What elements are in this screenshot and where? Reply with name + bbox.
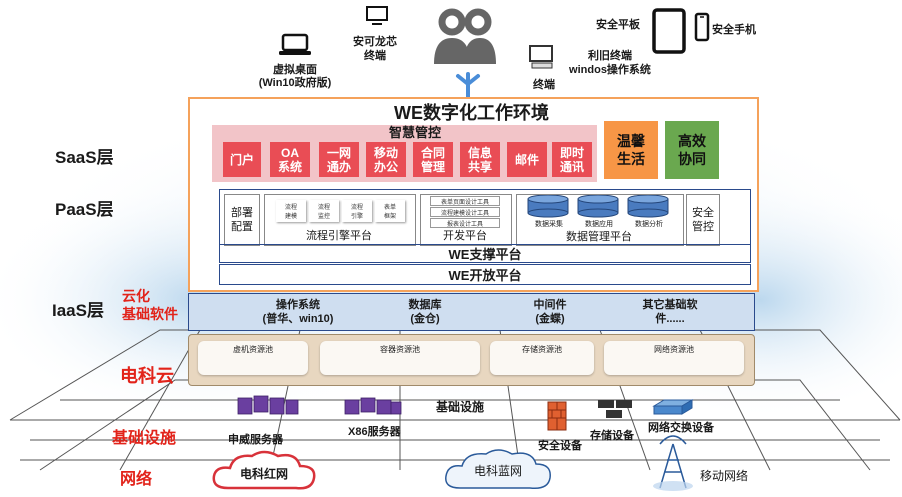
- data-item-collect: 数据采集: [535, 221, 563, 228]
- os-item: 操作系统 (普华、win10): [238, 296, 358, 328]
- network-layer-label: 网络: [120, 471, 153, 488]
- middleware-name: 中间件: [533, 299, 567, 311]
- mobile-tower-icon: [653, 435, 693, 491]
- flow-item-monitor: 流程 监控: [309, 200, 339, 222]
- network-switch-icon: [652, 399, 694, 415]
- firewall-icon: [547, 401, 567, 431]
- flow-engine-label: 流程引擎平台: [306, 230, 372, 242]
- safe-terminal-label: 安可龙芯 终端: [353, 36, 397, 62]
- storage-pool-label: 存储资源池: [522, 344, 562, 354]
- vm-pool-label: 虚机资源池: [233, 344, 273, 354]
- power-cloud-label: 电科云: [120, 366, 174, 386]
- we-open-platform[interactable]: WE开放平台: [219, 264, 751, 285]
- terminal-label: 终端: [533, 79, 555, 91]
- deploy-config-box[interactable]: 部署 配置: [224, 194, 260, 246]
- module-im[interactable]: 即时 通讯: [552, 142, 592, 177]
- db-detail: (金仓): [410, 313, 440, 325]
- iaas-software-band: [188, 293, 755, 331]
- network-pool: 网络资源池: [604, 341, 744, 375]
- data-item-analyze: 数据分析: [635, 221, 663, 228]
- safe-phone-label: 安全手机: [712, 24, 756, 36]
- network-switch-label: 网络交换设备: [648, 422, 714, 434]
- dev-platform-label: 开发平台: [443, 230, 487, 242]
- legacy-terminal-label: 利旧终端 windos操作系统: [569, 50, 651, 76]
- shenwei-server-label: 申威服务器: [228, 434, 283, 446]
- other-software-item: 其它基础软 件......: [620, 296, 720, 328]
- storage-device-label: 存储设备: [590, 430, 634, 442]
- arrow-split-icon: [456, 72, 480, 102]
- desktop-pc-icon: [529, 45, 553, 69]
- os-name: 操作系统: [276, 299, 320, 311]
- storage-device-icon: [598, 400, 632, 418]
- efficient-collab-box[interactable]: 高效 协同: [665, 121, 719, 179]
- data-item-apply: 数据应用: [585, 221, 613, 228]
- tablet-icon: [652, 8, 686, 54]
- module-mobile-office[interactable]: 移动 办公: [366, 142, 406, 177]
- db-item: 数据库 (金仓): [385, 296, 465, 328]
- other-software-name: 其它基础软: [642, 299, 698, 311]
- infrastructure-layer-label: 基础设施: [112, 430, 177, 447]
- module-oa[interactable]: OA 系统: [270, 142, 310, 177]
- laptop-icon: [279, 33, 311, 55]
- network-pool-label: 网络资源池: [654, 344, 694, 354]
- vm-pool: 虚机资源池: [198, 341, 308, 375]
- flow-item-modeling: 流程 建模: [276, 200, 306, 222]
- we-support-platform[interactable]: WE支撑平台: [219, 244, 751, 262]
- dev-tool-report: 报表设计工具: [430, 218, 500, 228]
- x86-server-label: X86服务器: [348, 426, 401, 438]
- module-contract[interactable]: 合同 管理: [413, 142, 453, 177]
- users-icon: [434, 8, 496, 64]
- we-environment-title: WE数字化工作环境: [394, 103, 549, 123]
- dev-tool-flow: 流程建模设计工具: [430, 207, 500, 217]
- virtual-desktop-label: 虚拟桌面 (Win10政府版): [258, 64, 332, 89]
- monitor-icon: [366, 6, 388, 25]
- saas-layer-label: SaaS层: [55, 148, 114, 167]
- os-detail: (普华、win10): [262, 313, 334, 325]
- container-pool: 容器资源池: [320, 341, 480, 375]
- cloud-software-label: 云化 基础软件: [122, 288, 178, 322]
- container-pool-label: 容器资源池: [380, 344, 420, 354]
- storage-pool: 存储资源池: [490, 341, 594, 375]
- security-device-label: 安全设备: [538, 440, 582, 452]
- safe-tablet-label: 安全平板: [596, 19, 640, 31]
- module-mail[interactable]: 邮件: [507, 142, 547, 177]
- db-name: 数据库: [408, 299, 442, 311]
- blue-network-cloud-icon: [445, 449, 551, 490]
- red-network-label: 电科红网: [239, 466, 288, 481]
- server-rack-icon: [237, 395, 299, 415]
- other-software-detail: 件......: [655, 313, 685, 325]
- database-cylinders-icon: [527, 195, 669, 218]
- paas-layer-label: PaaS层: [55, 200, 114, 219]
- security-control-box[interactable]: 安全 管控: [686, 194, 720, 246]
- warm-life-box[interactable]: 温馨 生活: [604, 121, 658, 179]
- module-portal[interactable]: 门户: [223, 142, 261, 177]
- red-network-cloud-icon: [212, 450, 316, 490]
- data-platform-label: 数据管理平台: [566, 231, 632, 243]
- module-info-share[interactable]: 信息 共享: [460, 142, 500, 177]
- middleware-item: 中间件 (金蝶): [510, 296, 590, 328]
- phone-icon: [694, 12, 710, 42]
- middleware-detail: (金蝶): [535, 313, 565, 325]
- x86-server-icon: [344, 397, 402, 415]
- flow-item-form: 表单 框架: [375, 200, 405, 222]
- flow-item-engine: 流程 引擎: [342, 200, 372, 222]
- smart-control-label: 智慧管控: [388, 124, 441, 140]
- dev-tool-form: 表单页面设计工具: [430, 196, 500, 206]
- iaas-layer-label: IaaS层: [52, 301, 104, 320]
- module-one-network[interactable]: 一网 通办: [319, 142, 359, 177]
- blue-network-label: 电科蓝网: [473, 463, 522, 478]
- mobile-network-label: 移动网络: [700, 469, 749, 483]
- infrastructure-title: 基础设施: [436, 400, 485, 414]
